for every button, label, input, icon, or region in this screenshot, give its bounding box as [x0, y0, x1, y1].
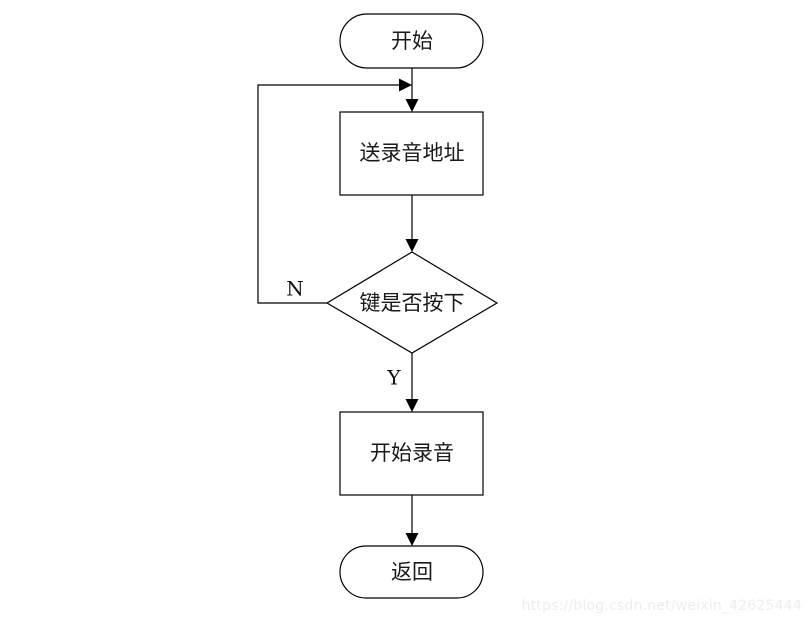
decision-diamond-shape [325, 251, 499, 354]
end-label: 返回 [391, 560, 433, 584]
arrow-head-loop-return [399, 78, 412, 92]
watermark: https://blog.csdn.net/weixin_42625444 [521, 598, 802, 614]
arrow-head-into-decision [405, 239, 419, 252]
start-terminator-shape [339, 13, 484, 69]
branch-label-no: N [286, 277, 304, 301]
decision-label: 键是否按下 [360, 291, 465, 315]
send-process-shape [339, 111, 484, 196]
node-start-recording[interactable]: 开始录音 [339, 411, 484, 496]
arrow-head-into-end [405, 533, 419, 546]
record-label: 开始录音 [370, 441, 454, 465]
edge-decision-yes-to-record [405, 353, 419, 412]
arrow-head-into-send [405, 99, 419, 112]
edge-record-to-end [405, 495, 419, 546]
branch-label-yes: Y [386, 366, 401, 390]
node-key-pressed-decision[interactable]: 键是否按下 [325, 251, 499, 354]
edge-send-to-decision [405, 195, 419, 252]
node-start[interactable]: 开始 [339, 13, 484, 69]
edge-start-to-send [405, 68, 419, 112]
end-terminator-shape [339, 545, 484, 599]
record-process-shape [339, 411, 484, 496]
node-end[interactable]: 返回 [339, 545, 484, 599]
send-label: 送录音地址 [360, 141, 465, 165]
edge-decision-no-loop [257, 78, 412, 304]
arrow-head-into-record [405, 399, 419, 412]
node-send-record-address[interactable]: 送录音地址 [339, 111, 484, 196]
start-label: 开始 [391, 29, 433, 53]
